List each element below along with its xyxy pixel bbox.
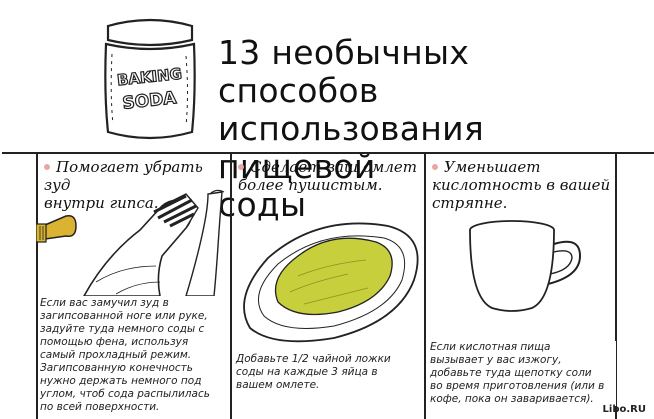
panel-1-heading: Помогает убрать зуд внутри гипса. — [44, 158, 203, 212]
coffee-cup-icon — [469, 220, 582, 312]
panel-right-border — [615, 152, 617, 419]
cast-and-hairdryer-illustration — [36, 189, 225, 296]
omelette-plate-illustration — [243, 222, 419, 343]
panel-3-heading: Уменьшает кислотность в вашей стряпне. — [432, 158, 611, 212]
panel-1-caption: Если вас замучил зуд в загипсованной ног… — [40, 297, 230, 414]
bullet-icon — [238, 164, 244, 170]
panel-left-border — [36, 152, 38, 419]
panel-divider-1 — [230, 152, 232, 419]
panel-2-caption: Добавьте 1/2 чайной ложки соды на каждые… — [236, 353, 424, 392]
site-watermark: Libo.RU — [602, 404, 646, 415]
title-line-1: 13 необычных способов — [218, 33, 470, 110]
panel-3-caption: Если кислотная пища вызывает у вас изжог… — [430, 341, 616, 406]
page-title: 13 необычных способов использования пище… — [218, 34, 638, 224]
baking-soda-jar-illustration: BAKING SODA — [104, 18, 196, 140]
panel-top-border — [2, 152, 654, 154]
bullet-icon — [44, 164, 50, 170]
bullet-icon — [432, 164, 438, 170]
panel-2-heading: Сделает ваш омлет более пушистым. — [238, 158, 417, 194]
title-line-3: соды — [218, 185, 307, 224]
panel-divider-2 — [424, 152, 426, 419]
